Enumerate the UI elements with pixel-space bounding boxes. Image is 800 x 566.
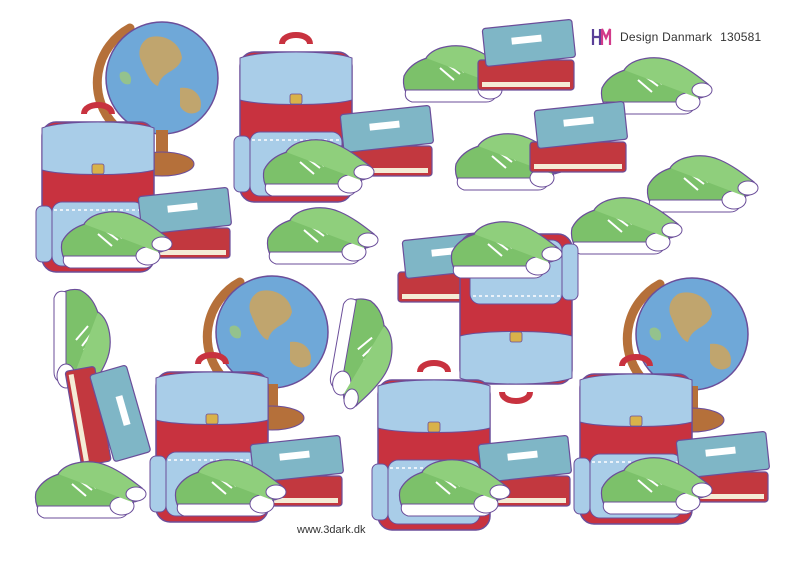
website-url: www.3dark.dk xyxy=(297,524,366,536)
bag-group-center xyxy=(397,220,578,401)
brand-name: Design Danmark xyxy=(620,30,713,44)
brand-header: Design Danmark 130581 xyxy=(590,26,761,48)
bag-group-b xyxy=(234,35,435,202)
sneakers-icon xyxy=(646,154,759,213)
book-stack-icon xyxy=(64,358,153,469)
sneakers-icon xyxy=(450,220,563,279)
book-stack-icon xyxy=(477,18,577,91)
globe-bag-group-e xyxy=(574,278,771,524)
globe-bag-group-a xyxy=(36,22,233,272)
book-stack-icon xyxy=(529,100,629,173)
globe-bag-group-c xyxy=(150,276,345,522)
sneakers-icon xyxy=(34,460,148,519)
bag-group-d xyxy=(372,363,573,530)
hm-logo-icon xyxy=(591,28,612,45)
product-code: 130581 xyxy=(720,30,762,44)
sneakers-icon xyxy=(266,206,379,265)
